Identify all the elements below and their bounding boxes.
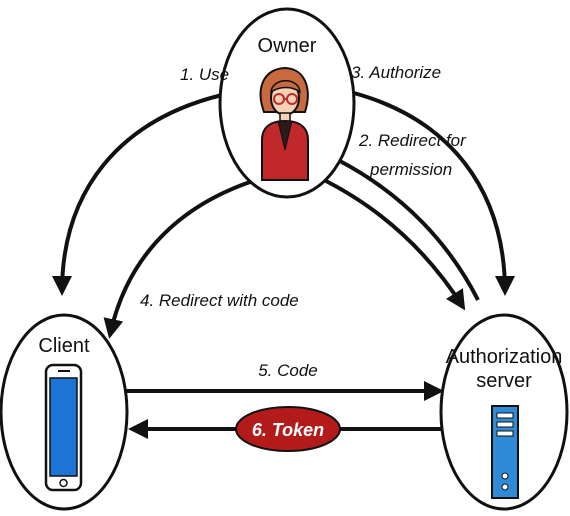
- authorize-label: 3. Authorize: [351, 63, 441, 82]
- person-icon: [259, 66, 309, 181]
- server-icon: [491, 405, 519, 499]
- token-badge: 6. Token: [235, 406, 341, 452]
- redirect-for-permission-label-line2: permission: [369, 160, 452, 179]
- authorization-server-label-line1: Authorization: [446, 346, 563, 368]
- use-label: 1. Use: [180, 65, 229, 84]
- redirect-for-permission-edge-b: [337, 158, 480, 301]
- smartphone-icon: [44, 363, 83, 492]
- authorization-server-node: Authorization server: [439, 313, 569, 511]
- use-edge: [52, 93, 223, 296]
- redirect-for-permission-edge-a: [319, 176, 466, 311]
- client-label: Client: [38, 335, 90, 357]
- code-label: 5. Code: [258, 361, 318, 380]
- authorization-server-label-line2: server: [476, 370, 532, 392]
- redirect-with-code-label: 4. Redirect with code: [140, 291, 299, 310]
- client-node: Client: [0, 313, 129, 511]
- owner-node: Owner: [218, 7, 356, 199]
- redirect-for-permission-label-line1: 2. Redirect for: [358, 131, 467, 150]
- redirect-with-code-edge: [103, 180, 251, 339]
- authorize-edge: [349, 90, 515, 296]
- token-label: 6. Token: [252, 420, 324, 440]
- owner-label: Owner: [258, 35, 317, 57]
